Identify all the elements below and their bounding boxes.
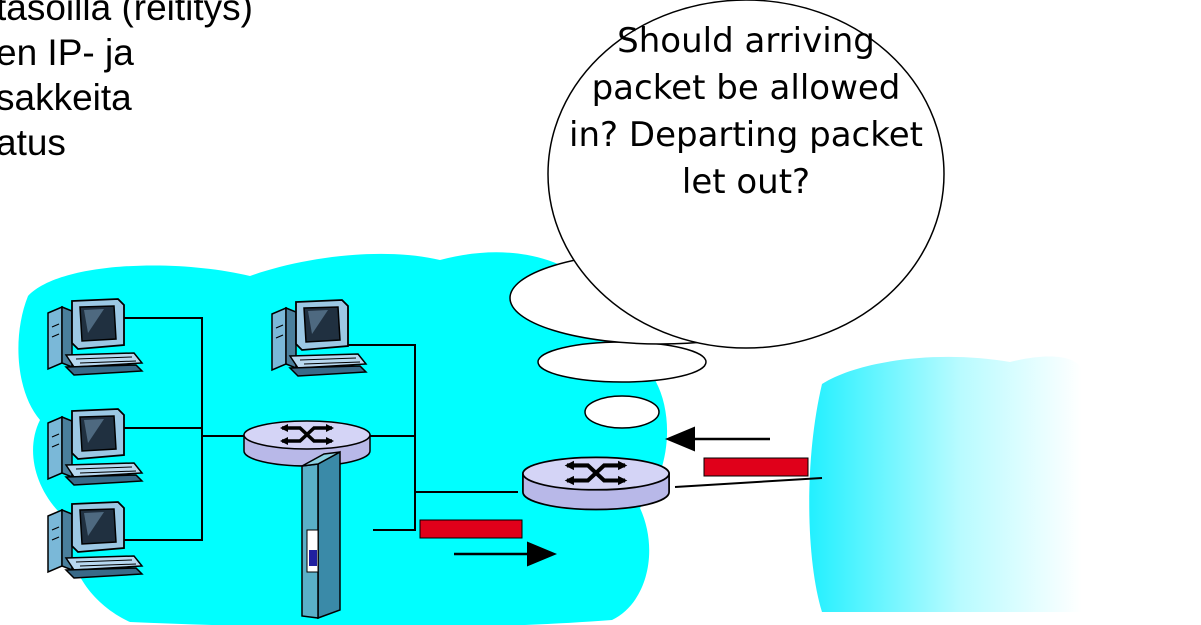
bullet-text-line: sakkeita bbox=[0, 77, 132, 118]
bubble-line: Should arriving bbox=[617, 21, 875, 61]
thought-bubble-text: Should arriving packet be allowed in? De… bbox=[566, 18, 926, 206]
server-icon bbox=[301, 450, 341, 620]
bullet-text-line: atus bbox=[0, 122, 66, 163]
router-icon bbox=[242, 419, 372, 468]
bubble-line: packet be allowed bbox=[591, 68, 901, 108]
bullet-text-line: en IP- ja bbox=[0, 32, 134, 73]
thought-bubble-small bbox=[584, 395, 660, 429]
external-network-cloud bbox=[809, 356, 1082, 612]
incoming-packet bbox=[703, 457, 809, 477]
network-links bbox=[118, 317, 823, 541]
thought-bubble-medium bbox=[537, 341, 707, 383]
outgoing-packet bbox=[419, 519, 523, 539]
firewall-router-icon bbox=[523, 457, 669, 509]
bubble-line: in? Departing packet bbox=[569, 115, 923, 155]
thought-bubble-main bbox=[547, 0, 945, 349]
bubble-line: let out? bbox=[681, 162, 811, 202]
bullet-text-line: tasoilla (reititys) bbox=[0, 0, 253, 28]
